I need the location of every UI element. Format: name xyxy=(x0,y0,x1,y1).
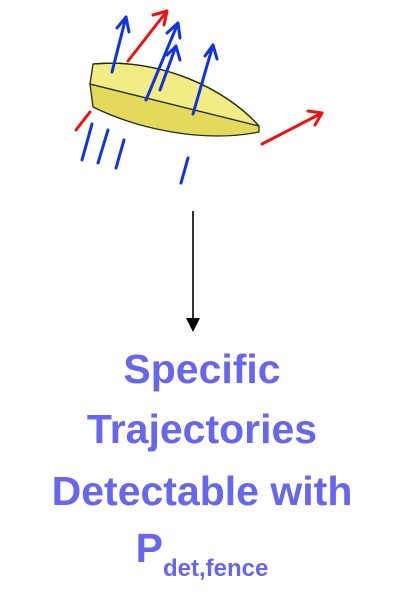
fence-rim xyxy=(92,62,260,127)
red-trajectory-tail xyxy=(74,110,92,132)
caption-line-detectable: Detectable with xyxy=(51,468,353,514)
blue-trajectory-tail xyxy=(80,122,94,162)
blue-trajectory-tail xyxy=(96,128,110,165)
blue-trajectory-arrow xyxy=(158,44,182,92)
fence-diagram xyxy=(74,9,324,332)
caption-line-trajectories: Trajectories xyxy=(86,406,318,452)
down-arrow-icon xyxy=(186,211,200,332)
blue-trajectory-arrow xyxy=(144,21,182,102)
red-trajectory-arrow xyxy=(260,109,324,146)
blue-trajectory-tail xyxy=(114,138,126,170)
blue-trajectory-arrow xyxy=(110,15,131,74)
blue-trajectory-arrow xyxy=(191,43,219,116)
fence-side-face xyxy=(89,83,260,137)
detection-probability-label: Pdet,fence xyxy=(0,525,404,581)
red-trajectory-arrow xyxy=(126,9,169,63)
blue-trajectory-tail xyxy=(179,156,190,185)
probability-subscript: det,fence xyxy=(162,555,269,582)
probability-symbol: P xyxy=(135,525,163,571)
fence-segment-icon xyxy=(89,62,260,137)
caption-line-specific: Specific xyxy=(123,346,281,392)
